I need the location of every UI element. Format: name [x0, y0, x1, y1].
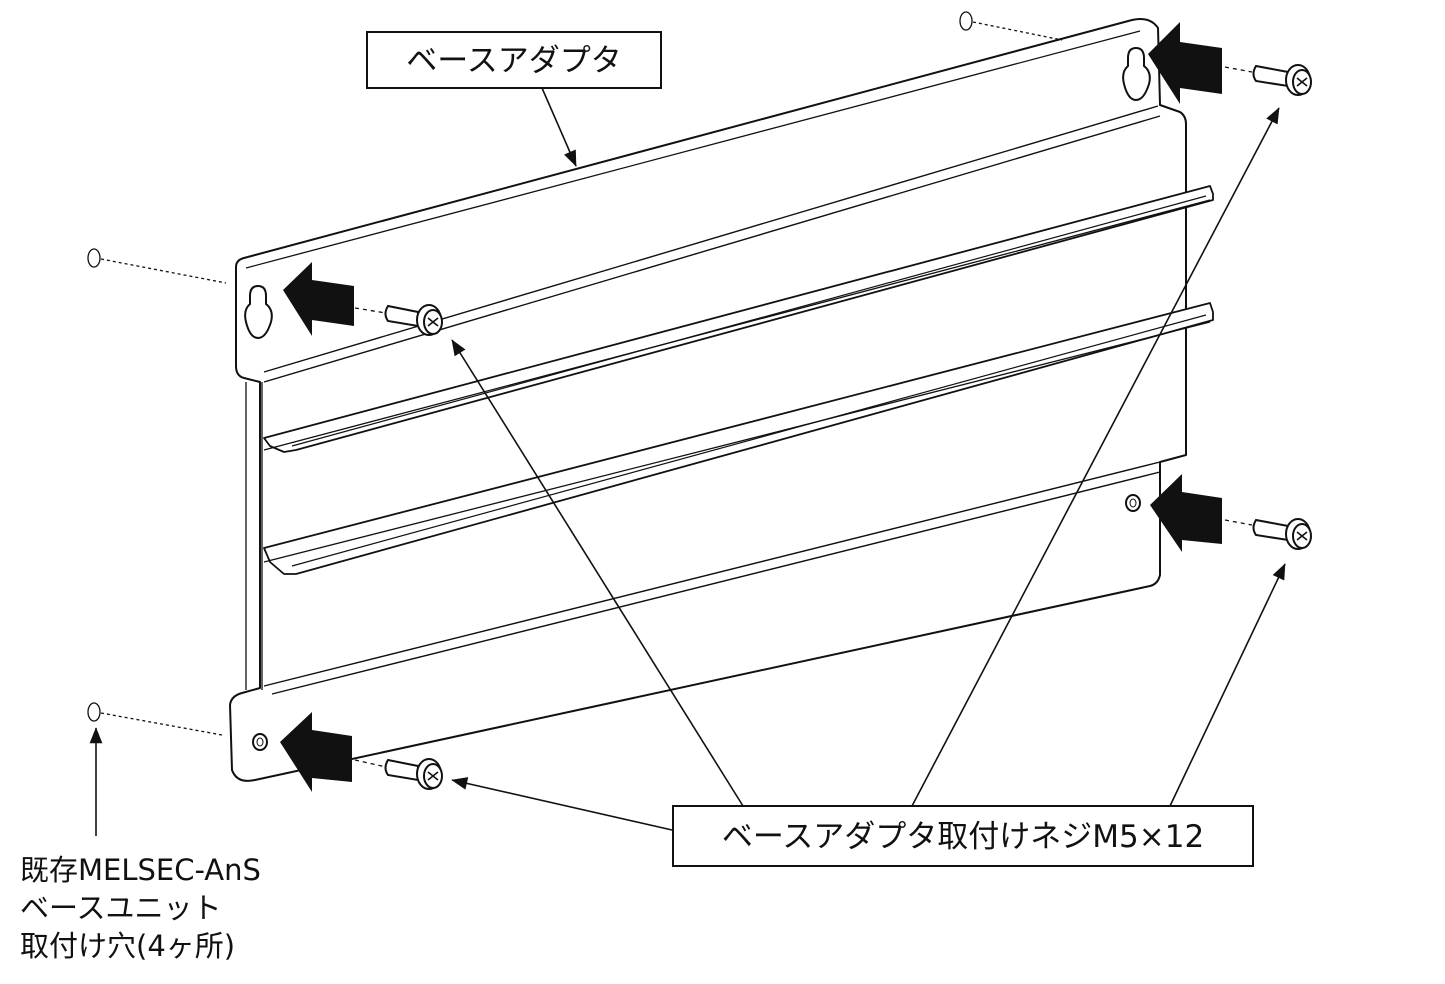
screw-label-text: ベースアダプタ取付けネジM5×12	[722, 819, 1204, 855]
base-adapter-plate	[229, 18, 1214, 782]
adapter-label-text: ベースアダプタ	[406, 43, 621, 79]
round-hole-icon	[1125, 494, 1141, 512]
screw-icon	[1252, 518, 1312, 550]
adapter-leader	[541, 87, 577, 167]
keyhole-slot-icon	[244, 284, 273, 340]
arrow-icon	[1148, 22, 1222, 104]
mounting-holes-label: 既存MELSEC-AnS ベースユニット 取付け穴(4ヶ所)	[20, 853, 261, 963]
mounting-holes-label-line1: 既存MELSEC-AnS	[20, 853, 261, 887]
screw-icon	[384, 758, 443, 790]
screw-leader-1	[451, 339, 744, 807]
leader-lines	[89, 87, 1286, 836]
existing-mounting-holes	[87, 11, 1253, 768]
screw-leader-3	[1169, 563, 1286, 807]
round-hole-icon	[252, 733, 268, 751]
screw-icon	[1252, 64, 1312, 96]
arrow-icon	[1150, 474, 1222, 552]
mounting-holes-label-line3: 取付け穴(4ヶ所)	[20, 929, 235, 963]
mounting-holes-label-line2: ベースユニット	[20, 891, 222, 925]
arrow-icon	[283, 262, 354, 336]
adapter-label: ベースアダプタ	[366, 31, 662, 89]
arrow-icon	[280, 712, 352, 792]
screw-leader-4	[451, 777, 673, 831]
screw-leader-2	[911, 107, 1280, 807]
keyhole-slot-icon	[1122, 46, 1151, 102]
screw-label: ベースアダプタ取付けネジM5×12	[672, 805, 1254, 867]
screw-icon	[384, 304, 443, 336]
